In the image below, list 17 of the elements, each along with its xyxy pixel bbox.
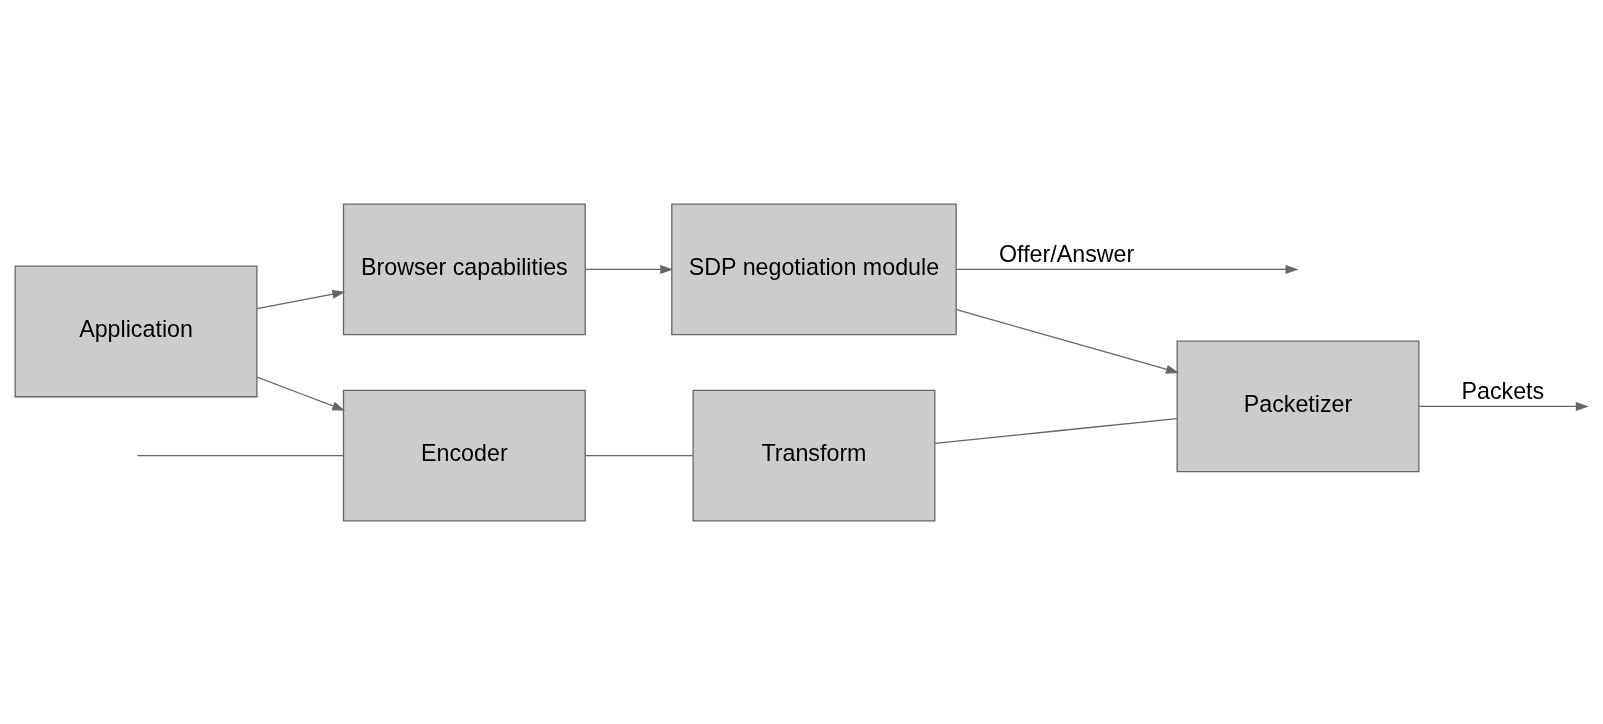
node-box: Browser capabilities bbox=[342, 203, 586, 335]
node-box: Application bbox=[14, 265, 258, 397]
arrow bbox=[584, 264, 674, 274]
node-box: Encoder bbox=[342, 389, 586, 521]
node-box: SDP negotiation module bbox=[671, 203, 957, 335]
node-box: Packetizer bbox=[1176, 340, 1420, 472]
node-box: Transform bbox=[692, 389, 936, 521]
arrow bbox=[955, 264, 1299, 274]
arrow bbox=[256, 376, 346, 411]
edge-label: Offer/Answer bbox=[999, 240, 1135, 267]
connector bbox=[934, 417, 1178, 444]
connector bbox=[136, 454, 344, 456]
arrow bbox=[1418, 401, 1589, 411]
connector bbox=[584, 454, 694, 456]
arrow bbox=[256, 289, 346, 309]
edge-label: Packets bbox=[1461, 377, 1545, 404]
arrow bbox=[955, 308, 1179, 374]
